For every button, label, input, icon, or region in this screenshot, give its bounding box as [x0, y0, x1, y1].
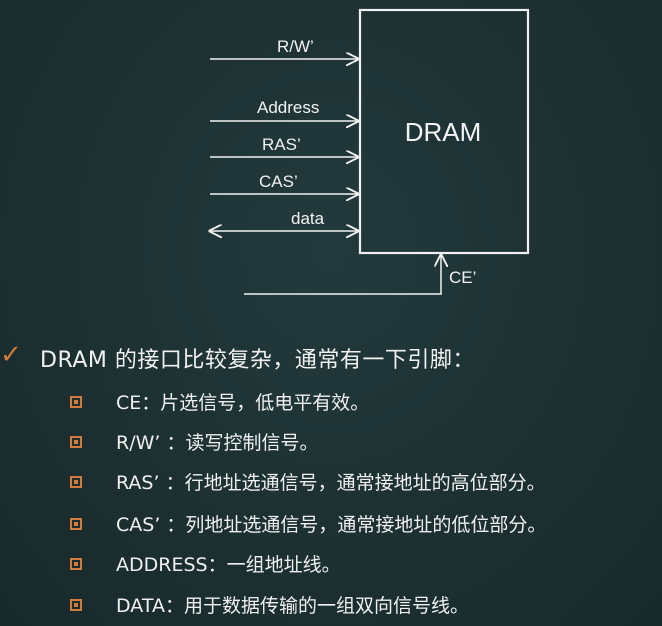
dram-block-label: DRAM: [405, 117, 482, 147]
list-item-text: RAS’ ：行地址选通信号，通常接地址的高位部分。: [116, 472, 546, 494]
list-item-text: CE：片选信号，低电平有效。: [116, 392, 370, 414]
rw-signal-label: R/W’: [277, 37, 314, 56]
check-mark-icon: ✓: [0, 340, 22, 370]
square-bullet-icon: [70, 599, 82, 611]
list-heading: DRAM 的接口比较复杂，通常有一下引脚：: [40, 348, 475, 373]
cas-signal-label: CAS’: [259, 172, 298, 191]
dram-interface-diagram: DRAM R/W’ Address RAS’ CAS’ data CE’: [0, 8, 530, 295]
list-item-text: DATA：用于数据传输的一组双向信号线。: [116, 595, 469, 617]
square-bullet-icon: [70, 396, 82, 408]
ce-signal-line: [244, 255, 441, 295]
square-bullet-icon: [70, 518, 82, 530]
ce-signal-label: CE’: [449, 268, 476, 287]
data-signal-label: data: [291, 209, 325, 228]
list-item-text: ADDRESS：一组地址线。: [116, 554, 341, 576]
square-bullet-icon: [70, 476, 82, 488]
ras-signal-label: RAS’: [262, 135, 301, 154]
dram-block: [358, 8, 530, 255]
square-bullet-icon: [70, 558, 82, 570]
address-signal-label: Address: [257, 98, 319, 117]
list-item-text: R/W’ ：读写控制信号。: [116, 432, 319, 454]
list-item-text: CAS’ ：列地址选通信号，通常接地址的低位部分。: [116, 514, 547, 536]
square-bullet-icon: [70, 436, 82, 448]
